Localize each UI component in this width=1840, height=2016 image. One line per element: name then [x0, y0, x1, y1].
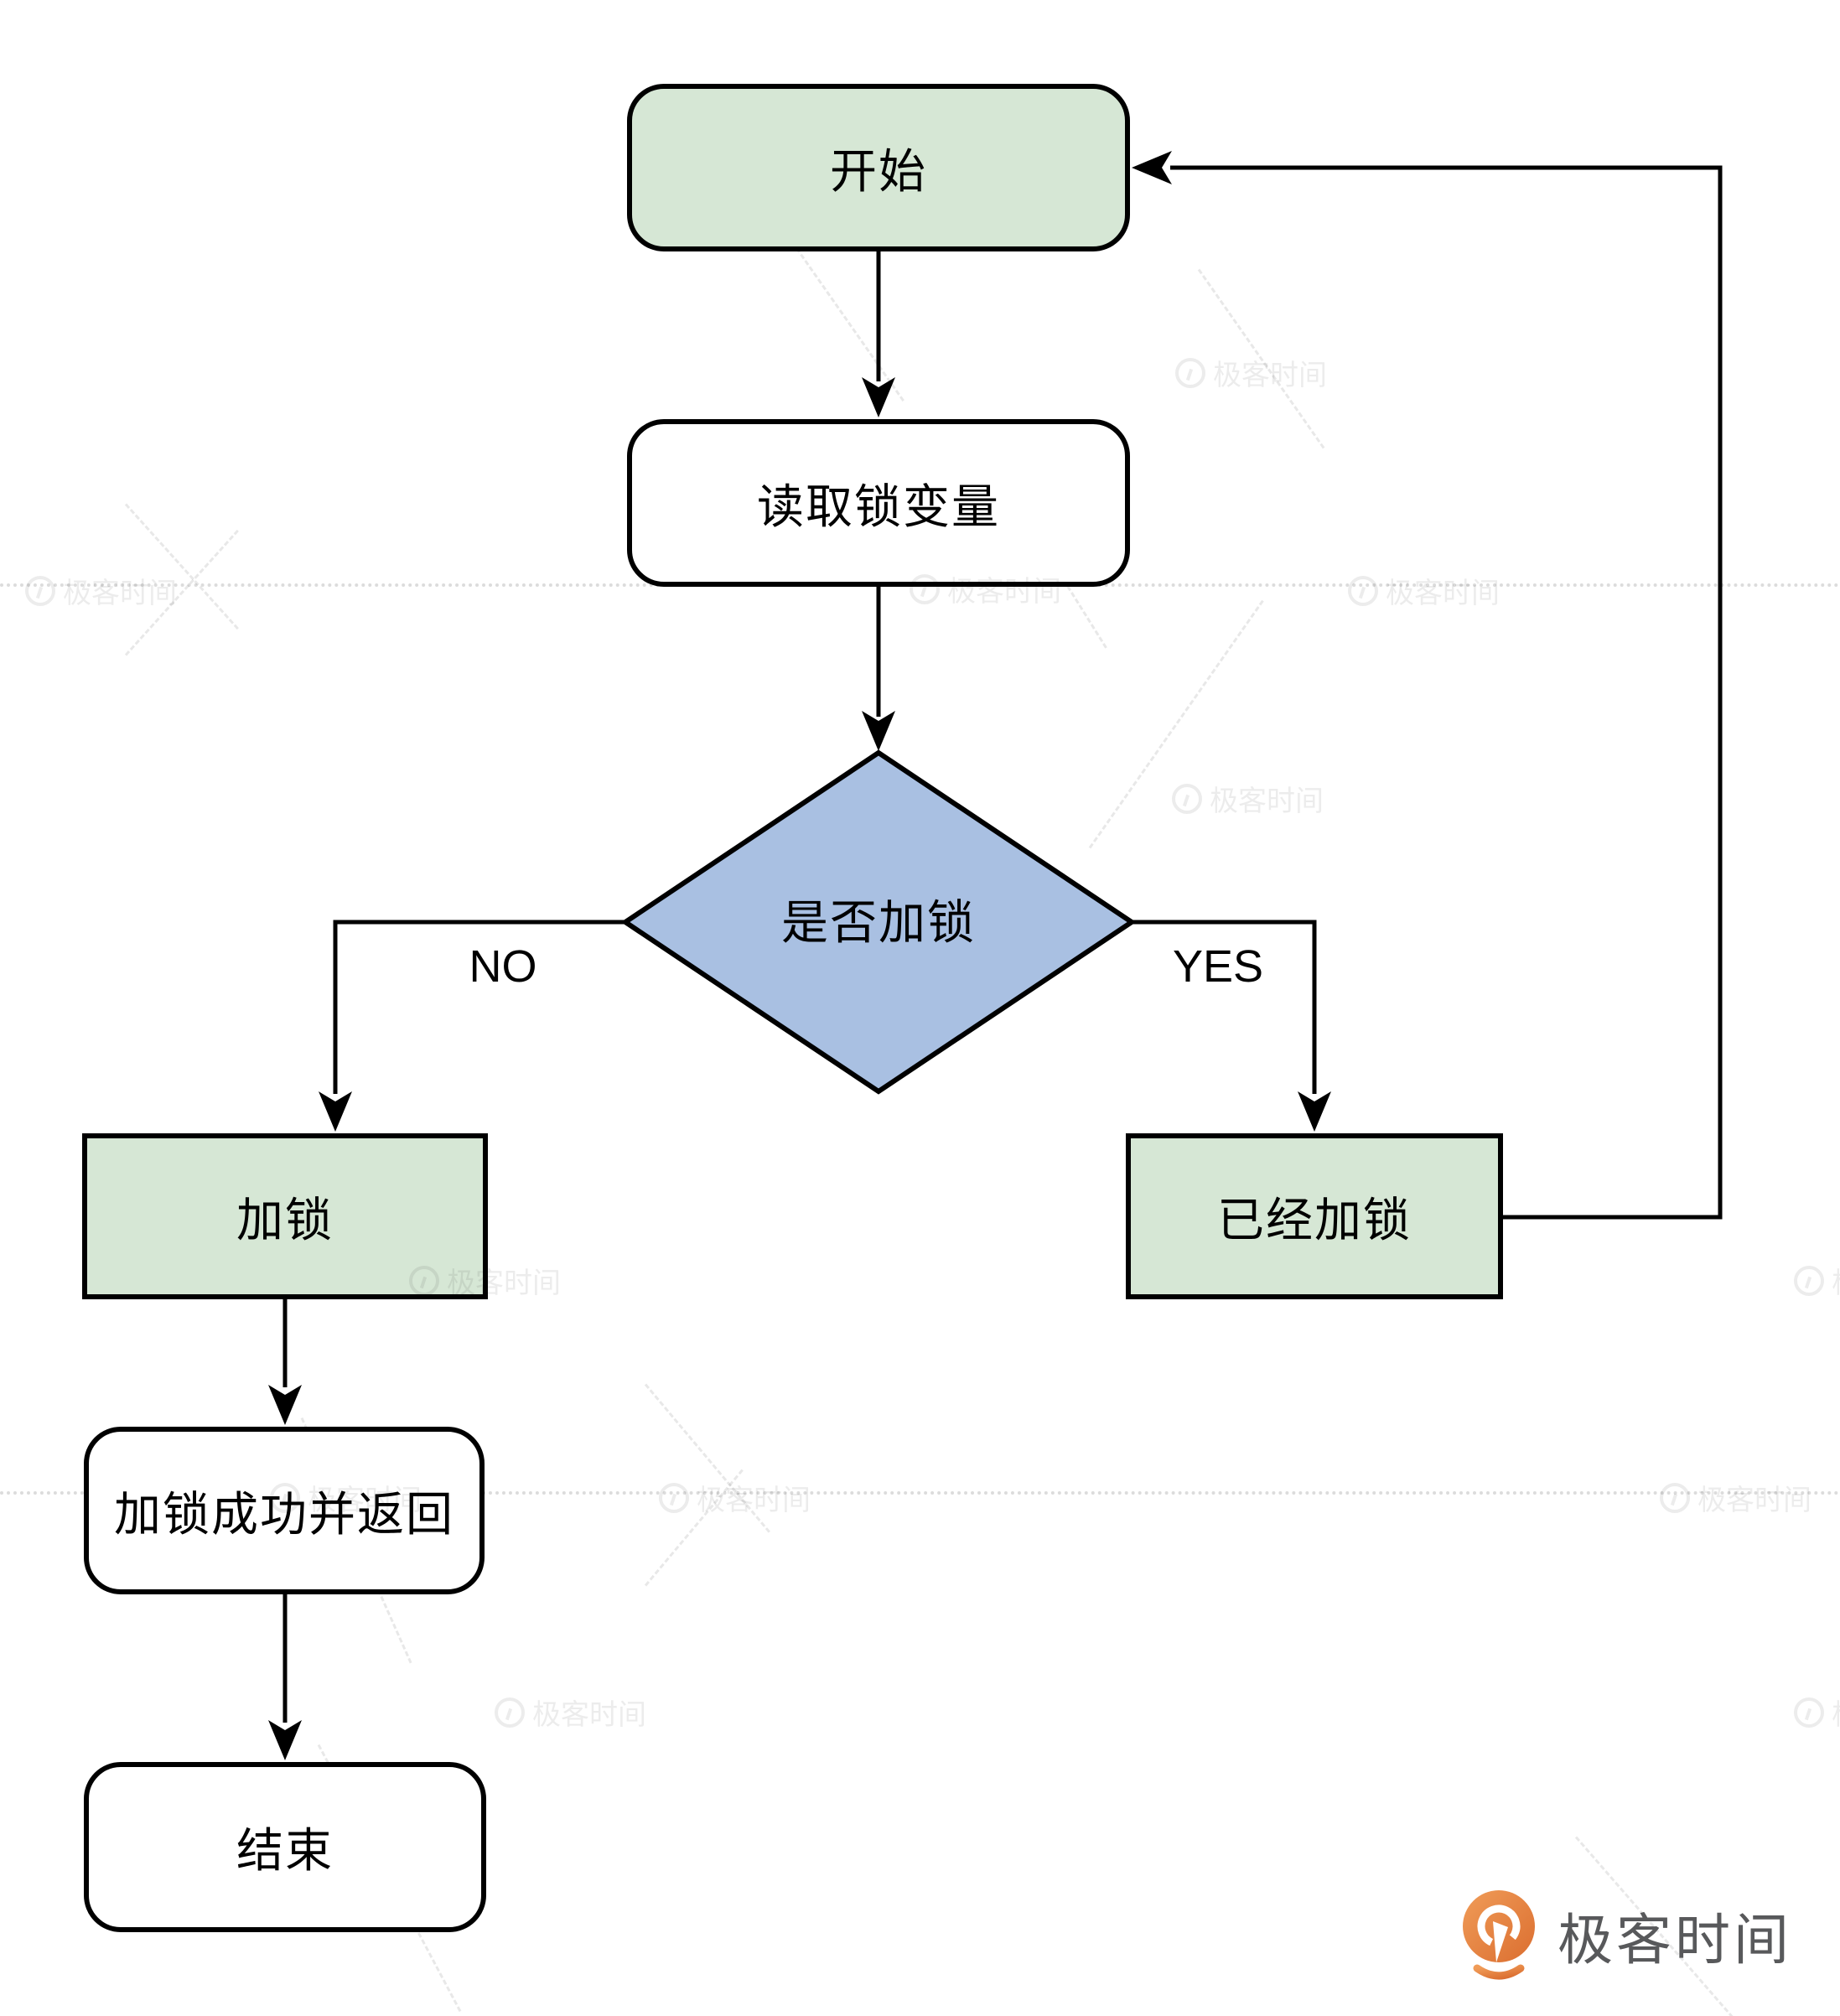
arrowhead-down-icon: [268, 1385, 302, 1425]
watermark: 极客时间: [1172, 778, 1324, 819]
watermark-text: 极客时间: [308, 1485, 422, 1516]
edge-already-locked-start: [1170, 165, 1723, 1220]
watermark-text: 极客时间: [1697, 1485, 1811, 1516]
watermark: 极客时间: [1348, 570, 1500, 611]
watermark-text: 极客时间: [1213, 360, 1327, 391]
node-read-lock-variable-label: 读取锁变量: [757, 479, 1000, 533]
geektime-watermark-icon: [1172, 783, 1202, 814]
geektime-watermark-icon: [1794, 1265, 1824, 1296]
watermark: 极客时间: [1794, 1692, 1840, 1733]
watermark: 极客时间: [1175, 352, 1327, 393]
geektime-watermark-icon: [1660, 1482, 1690, 1513]
arrowhead-down-icon: [1298, 1091, 1331, 1132]
node-start: 开始: [627, 84, 1130, 251]
geektime-logo-icon: [1463, 1890, 1535, 1980]
edge-label-yes: YES: [1172, 941, 1264, 992]
watermark: 极客时间: [270, 1477, 422, 1518]
watermark-text: 极客时间: [532, 1699, 646, 1731]
watermark: 极客时间: [409, 1260, 561, 1301]
arrowhead-down-icon: [268, 1720, 302, 1760]
geektime-watermark-icon: [409, 1265, 439, 1296]
node-lock-success-return: 加锁成功并返回: [84, 1427, 485, 1594]
edge-decision-already-locked: [1132, 920, 1317, 1094]
node-read-lock-variable: 读取锁变量: [627, 419, 1130, 587]
node-decision-label: 是否加锁: [781, 896, 976, 949]
node-already-locked-label: 已经加锁: [1217, 1193, 1412, 1246]
geektime-watermark-icon: [659, 1482, 689, 1513]
watermark: 极客时间: [25, 570, 177, 611]
arrowhead-down-icon: [319, 1091, 352, 1132]
watermark: 极客时间: [1660, 1477, 1811, 1518]
watermark-text: 极客时间: [1832, 1692, 1840, 1733]
geektime-watermark-icon: [1175, 357, 1205, 388]
geektime-watermark-icon: [270, 1482, 300, 1513]
watermark-text: 极客时间: [697, 1485, 811, 1516]
watermark-text: 极客时间: [947, 576, 1061, 608]
watermark: 极客时间: [659, 1477, 811, 1518]
watermark-text: 极客时间: [63, 578, 177, 609]
arrowhead-down-icon: [862, 377, 895, 417]
edge-label-no: NO: [469, 941, 537, 992]
node-start-label: 开始: [830, 144, 927, 198]
geektime-logo-text: 极客时间: [1558, 1909, 1792, 1971]
watermark: 极客时间: [910, 568, 1061, 609]
watermark-text: 极客时间: [1832, 1260, 1840, 1301]
arrowhead-left-icon: [1132, 151, 1172, 184]
geektime-logo: 极客时间: [1457, 1888, 1792, 1983]
geektime-watermark-icon: [495, 1697, 525, 1728]
node-already-locked: 已经加锁: [1126, 1133, 1503, 1299]
arrowhead-down-icon: [862, 711, 895, 751]
node-end-label: 结束: [236, 1824, 334, 1877]
edge-decision-lock: [333, 920, 625, 1094]
node-end: 结束: [84, 1762, 486, 1932]
watermark: 极客时间: [1794, 1260, 1840, 1301]
node-lock-label: 加锁: [236, 1193, 334, 1246]
geektime-watermark-icon: [910, 573, 940, 604]
geektime-watermark-icon: [25, 575, 55, 606]
watermark-text: 极客时间: [447, 1267, 561, 1299]
node-lock-success-return-label: 加锁成功并返回: [114, 1487, 454, 1541]
watermark-text: 极客时间: [1386, 578, 1500, 609]
geektime-watermark-icon: [1348, 575, 1378, 606]
dotted-line: [0, 1491, 1840, 1495]
watermark-text: 极客时间: [1210, 785, 1324, 817]
decision-diamond: [620, 749, 1137, 1095]
geektime-watermark-icon: [1794, 1697, 1824, 1728]
watermark: 极客时间: [495, 1692, 646, 1733]
